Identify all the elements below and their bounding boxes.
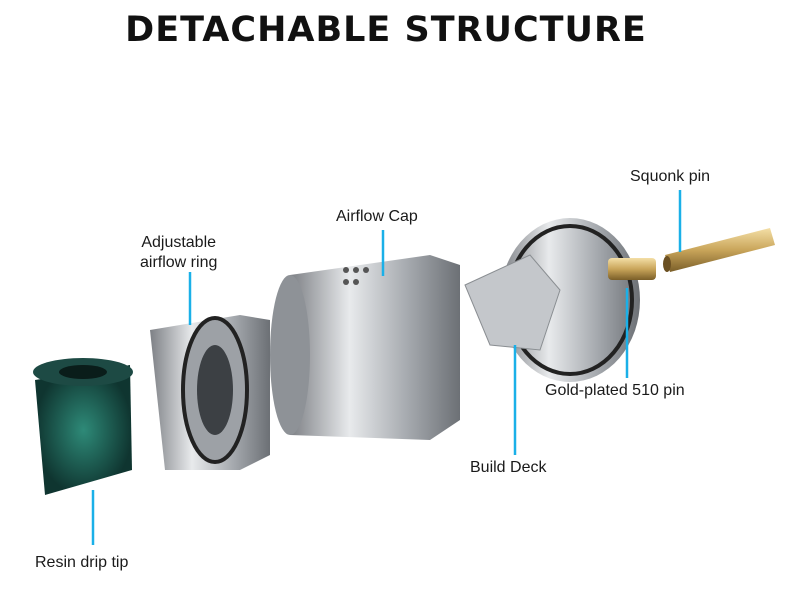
squonk-pin xyxy=(663,228,775,272)
label-build-deck: Build Deck xyxy=(470,459,547,476)
airflow-ring xyxy=(150,315,270,470)
gold-plated-510-pin xyxy=(608,258,656,280)
label-airflow-ring-line1: Adjustable xyxy=(141,234,217,251)
airflow-cap xyxy=(270,255,460,440)
label-airflow-ring-line2: airflow ring xyxy=(140,254,218,271)
label-gold-pin: Gold-plated 510 pin xyxy=(545,382,685,399)
page-title: DETACHABLE STRUCTURE xyxy=(125,10,647,50)
label-airflow-ring: Adjustable airflow ring xyxy=(140,233,217,273)
resin-drip-tip xyxy=(33,358,133,495)
label-squonk-pin: Squonk pin xyxy=(630,168,711,185)
label-drip-tip: Resin drip tip xyxy=(35,554,129,571)
build-deck xyxy=(464,218,640,382)
label-airflow-cap: Airflow Cap xyxy=(336,208,418,225)
